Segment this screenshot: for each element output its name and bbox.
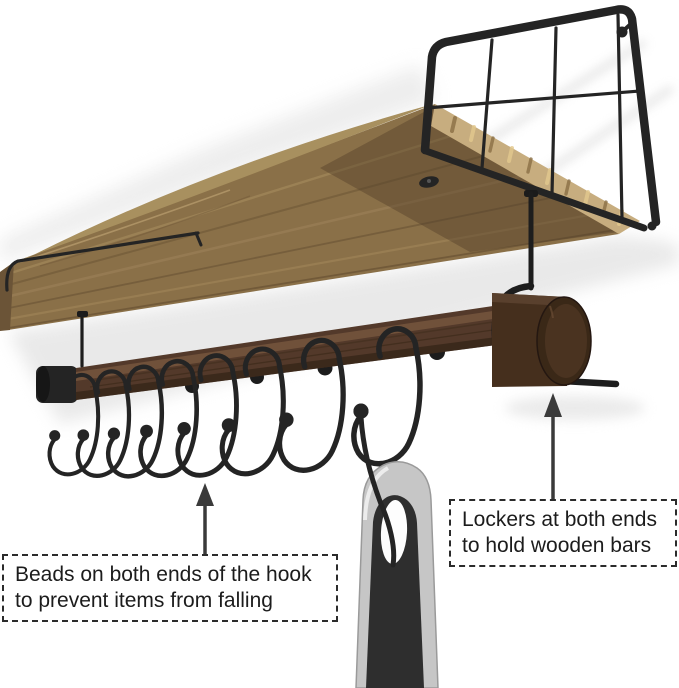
shadow-above-shelf [0, 65, 435, 262]
grain-swirl [39, 195, 251, 267]
rod-left-cap-face [36, 366, 50, 402]
rod-hangers [77, 190, 538, 368]
grid-bottom-bar [422, 147, 648, 232]
hanging-utensil [353, 403, 439, 688]
rod-grain [89, 320, 501, 382]
grid-corner-joint [647, 221, 657, 231]
annotation-arrows [196, 393, 562, 556]
rail-screw [427, 179, 431, 183]
cylinder-face-inner [545, 304, 587, 378]
hook-wire-in-hole [378, 501, 397, 568]
shelf-top-surface [0, 104, 433, 272]
rod-shade [76, 334, 520, 400]
callout-beads: Beads on both ends of the hook to preven… [2, 554, 338, 622]
grid-wire-horizontal [424, 89, 642, 110]
beads-arrow-head [196, 483, 214, 506]
shelf-left-end [0, 262, 14, 331]
hook-tip-wire [358, 414, 384, 507]
beads-arrow [196, 483, 214, 556]
corner-knob-stub [620, 19, 636, 34]
callout-lockers: Lockers at both ends to hold wooden bars [449, 499, 677, 567]
cylinder-glint [549, 305, 554, 319]
metal-grid-back-rail [419, 5, 661, 232]
grid-frame [420, 5, 661, 227]
utensil-highlight [363, 466, 390, 521]
callout-lockers-line2: to hold wooden bars [462, 534, 652, 557]
shelf-grain-stripes [6, 128, 616, 329]
grid-wire-vertical [616, 13, 624, 220]
metal-side-rail [5, 231, 203, 292]
callout-lockers-line1: Lockers at both ends [462, 508, 657, 531]
hook-bead [353, 403, 369, 419]
wooden-locker-end [491, 282, 620, 388]
grid-wire-vertical [550, 26, 558, 196]
grain-swirl [19, 189, 231, 263]
shadow-under-rod [505, 396, 645, 420]
shelf-shaded-area [320, 106, 619, 252]
side-rail-post [194, 231, 203, 247]
callout-beads-line2: to prevent items from falling [15, 589, 273, 612]
callout-beads-line1: Beads on both ends of the hook [15, 563, 312, 586]
cylinder-top-highlight [492, 293, 567, 306]
side-rail-wire [5, 231, 200, 292]
utensil-handle-core [366, 495, 424, 688]
lockers-arrow-head [544, 393, 562, 417]
lockers-arrow [544, 393, 562, 499]
